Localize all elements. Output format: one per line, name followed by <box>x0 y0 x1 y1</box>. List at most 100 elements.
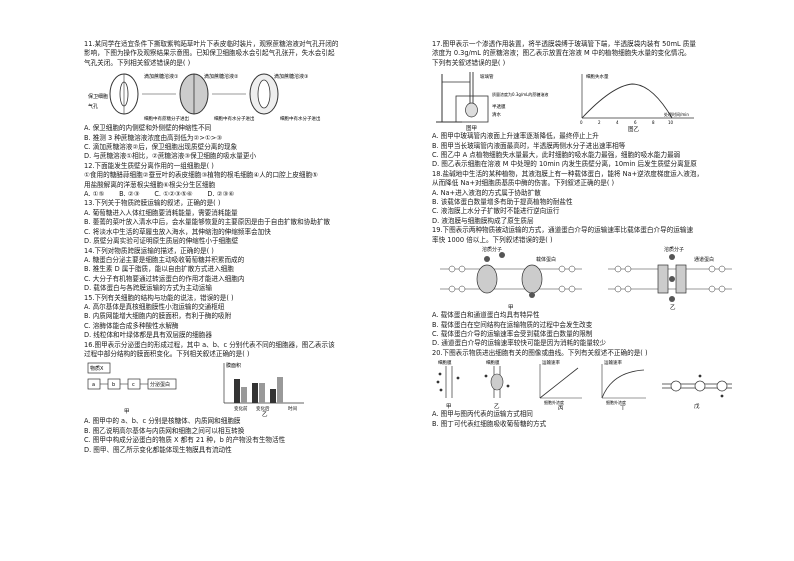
q18-option: A. Na+进入液泡的方式属于协助扩散 <box>432 188 541 197</box>
q19-stem-line: 19.下图表示两种物质被动运输的方式，通道蛋白介导的运输速率比载体蛋白介导的运输… <box>432 226 694 235</box>
q12-option: C. ①②③⑤⑥ <box>154 190 193 199</box>
q18-stem-line: 从而降低 Na+对细胞质基质中酶的伤害。下列叙述正确的是( ) <box>432 179 615 188</box>
q11-fig-label: 滴加蔗糖溶液② <box>204 73 239 80</box>
q18-stem-line: 18.盐碱地中生活的某种植物，其液泡膜上有一种载体蛋白，能将 Na+逆浓度梯度运… <box>432 169 704 178</box>
q17-tick: 0 <box>580 120 583 125</box>
q19-fig-label: 乙 <box>670 304 676 311</box>
q17-fig-label: 玻璃管 <box>480 73 494 80</box>
q14-option: A. 糖蛋白分泌主要是细胞主动吸收葡萄糖并积累而成的 <box>84 255 245 264</box>
q11-option: B. 推测 3 种蔗糖溶液浓度由高到低为②>①>③ <box>84 133 223 142</box>
q20-option: A. 图甲与图丙代表的运输方式相同 <box>432 410 533 419</box>
question-15: 15.下列有关细胞的结构与功能的说法，错误的是( ) A. 高尔基体是真核细胞膜… <box>84 294 424 341</box>
q19-option: D. 通道蛋白介导的运输速率较快可能是因为消耗的能量较少 <box>432 339 607 348</box>
q20-fig-label: 甲 <box>446 403 452 410</box>
q11-stem-line: 气孔关闭。下列相关叙述错误的是( ) <box>84 58 191 67</box>
q13-stem-line: 13.下列关于物质跨膜运输的叙述，正确的是( ) <box>84 199 221 208</box>
q20-option: B. 图丁可代表红细胞吸收葡萄糖的方式 <box>432 419 547 428</box>
q17-option: B. 图甲当长玻璃管内液面最高时，半透膜两侧水分子进出速率相等 <box>432 141 626 150</box>
q11-fig-note: 细胞中有蔗糖分子进出 <box>144 115 189 122</box>
q18-option: D. 液泡膜与细胞膜构成了原生质层 <box>432 216 534 225</box>
q12-stem-line: 用盐酸解离的洋葱根尖细胞⑥根尖分生区细胞 <box>84 180 216 189</box>
q17-fig-label: 细胞失水量 <box>586 73 609 80</box>
q16-fig-label: 膜面积 <box>226 362 241 369</box>
q17-tick: 6 <box>634 120 637 125</box>
q19-stem-line: 率快 1000 倍以上。下列叙述错误的是( ) <box>432 235 553 244</box>
q16-option: B. 图乙说明高尔基体与内质网和细胞之间可以相互转换 <box>84 426 245 435</box>
q16-fig-label: b <box>112 382 115 388</box>
q16-fig-label: 分泌蛋白 <box>150 381 170 388</box>
q17-option: A. 图甲中玻璃管内液面上升速率逐渐降低，最终停止上升 <box>432 132 599 141</box>
q17-tick: 8 <box>652 120 655 125</box>
q17-stem-line: 17.图甲表示一个渗透作用装置，将半透膜袋缚于玻璃管下端，半透膜袋内装有 50m… <box>432 40 696 48</box>
q12-stem-line: ①食用的糖醋蒜细胞②蚕豆叶的表皮细胞③植物的根毛细胞④人的口腔上皮细胞⑤ <box>84 171 318 180</box>
q16-fig-label: 变化后 <box>256 405 270 412</box>
q19-fig-label: 载体蛋白 <box>536 256 556 263</box>
q19-option: B. 载体蛋白在空间结构在运输物质的过程中会发生改变 <box>432 320 593 329</box>
q15-option: B. 内质网能增大细胞内的膜面积，有利于酶的吸附 <box>84 312 232 321</box>
q11-option: D. 与蔗糖溶液①相比，②蔗糖溶液③保卫细胞的吸水量更小 <box>84 152 257 161</box>
q17-fig-label: 清水 <box>492 111 501 118</box>
q18-option: B. 该载体蛋白数量增多有助于提高植物的耐盐性 <box>432 198 573 207</box>
q17-tick: 2 <box>598 120 601 125</box>
q19-option: A. 载体蛋白和通道蛋白均具有特异性 <box>432 311 540 320</box>
q14-stem-line: 14.下列对物质跨膜运输的描述，正确的是( ) <box>84 246 214 255</box>
membrane-jia <box>440 252 582 299</box>
q11-fig-note: 细胞中有水分子进出 <box>214 115 255 122</box>
q17-stem-line: 浓度为 0.3g/mL 的蔗糖溶液；图乙表示放置在溶液 M 中的植物细胞失水量的… <box>432 49 691 58</box>
q17-stem-line: 下列有关叙述错误的是( ) <box>432 58 506 67</box>
q20-fig-label: 细胞膜 <box>438 359 452 366</box>
guard-cell-pair-2 <box>179 73 209 115</box>
q17-option: D. 图乙表示细胞在溶液 M 中处理的 10min 内发生质壁分离，10min … <box>432 160 697 169</box>
q15-option: D. 线粒体和叶绿体都是具有双层膜的细胞器 <box>84 331 212 340</box>
q11-option: C. 滴加蔗糖溶液②后，保卫细胞出现质壁分离的现象 <box>84 143 238 152</box>
question-16: 16.图甲表示分泌蛋白的形成过程，其中 a、b、c 分别代表不同的细胞器，图乙表… <box>84 341 424 455</box>
q11-stem-line: 影响，下图为操作及观察结果示意图。已知保卫细胞吸水会引起气孔张开，失水会引起 <box>84 49 335 58</box>
q19-fig-label: 甲 <box>508 304 514 311</box>
q12-option: B. ②③ <box>119 190 140 199</box>
q20-stem-line: 20.下图表示物质进出细胞有关的图像或曲线。下列有关叙述不正确的是( ) <box>432 348 648 357</box>
q11-option: A. 保卫细胞的内侧壁和外侧壁的伸缩性不同 <box>84 124 212 133</box>
q19-figure: 溶质分子 载体蛋白 甲 <box>432 245 772 311</box>
q16-option: A. 图甲中的 a、b、c 分别是核糖体、内质网和细胞膜 <box>84 417 241 426</box>
question-19: 19.下图表示两种物质被动运输的方式，通道蛋白介导的运输速率比载体蛋白介导的运输… <box>432 226 772 348</box>
q14-option: B. 推生素 D 属于脂质，能以自由扩散方式进入细胞 <box>84 265 234 274</box>
q20-fig-label: 细胞外浓度 <box>544 399 564 405</box>
left-column: 11.某同学在适宜条件下撕取紫鸭跖草叶片下表皮临时装片，观察蔗糖溶液对气孔开闭的… <box>84 40 424 455</box>
q17-fig-label: 图甲 <box>466 124 477 132</box>
guard-cell-pair-1 <box>109 73 139 115</box>
q12-stem-line: 12.下面能发生质壁分离作用的一组细胞是( ) <box>84 161 214 170</box>
q15-option: C. 溶酶体能合成多种酸性水解酶 <box>84 321 179 330</box>
q19-fig-label: 通道蛋白 <box>694 256 714 263</box>
q20-fig-label: 细胞膜 <box>486 359 500 366</box>
q19-fig-label: 溶质分子 <box>482 246 502 253</box>
question-17: 17.图甲表示一个渗透作用装置，将半透膜袋缚于玻璃管下端，半透膜袋内装有 50m… <box>432 40 772 170</box>
q20-fig-label: 丁 <box>620 405 626 410</box>
q17-fig-label: 图乙 <box>628 125 640 132</box>
q11-stem-line: 11.某同学在适宜条件下撕取紫鸭跖草叶片下表皮临时装片，观察蔗糖溶液对气孔开闭的 <box>84 40 339 48</box>
membrane-yi <box>608 254 732 303</box>
question-14: 14.下列对物质跨膜运输的描述，正确的是( ) A. 糖蛋白分泌主要是细胞主动吸… <box>84 247 424 294</box>
q19-option: C. 载体蛋白介导的运输速率会受到载体蛋白数量的限制 <box>432 329 593 338</box>
q17-figure: 玻璃管 质量浓度为0.3g/mL的蔗糖溶液 半透膜 清水 图甲 细胞失水量 处理… <box>432 68 772 132</box>
q20-fig-label: 戊 <box>694 402 700 410</box>
q16-fig-label: 甲 <box>124 408 130 415</box>
q12-option-row: A. ①⑤ B. ②③ C. ①②③⑤⑥ D. ②③⑥ <box>84 190 424 199</box>
q15-option: A. 高尔基体是真核细胞膜性小泡运输的交通枢纽 <box>84 302 225 311</box>
q16-fig-label: 物质X <box>90 365 104 372</box>
q17-fig-label: 处理时间/min <box>664 111 689 117</box>
q13-option: C. 将淡水中生活的草履虫放入海水，其伸缩泡的伸缩频率会加快 <box>84 227 271 236</box>
q15-stem-line: 15.下列有关细胞的结构与功能的说法，错误的是( ) <box>84 293 234 302</box>
q11-fig-note: 细胞中有水分子进出 <box>280 115 321 122</box>
q13-option: A. 葡萄糖进入人体红细胞要消耗能量，需要消耗能量 <box>84 208 238 217</box>
guard-cell-pair-3 <box>249 73 279 115</box>
q12-option: D. ②③⑥ <box>207 190 235 199</box>
q13-option: D. 质壁分离实验可证明原生质层的伸缩性小于细胞壁 <box>84 237 239 246</box>
q17-option: C. 图乙中 A 点植物细胞失水量最大，此时细胞的吸水能力最强，细胞的吸水能力最… <box>432 151 681 160</box>
question-20: 20.下图表示物质进出细胞有关的图像或曲线。下列有关叙述不正确的是( ) 细胞膜… <box>432 349 772 429</box>
q11-fig-label: 滴加蔗糖溶液③ <box>274 73 308 80</box>
q20-figure: 细胞膜 甲 细胞膜 乙 运输速率 细胞外浓度 丙 <box>432 358 772 410</box>
question-18: 18.盐碱地中生活的某种植物，其液泡膜上有一种载体蛋白，能将 Na+逆浓度梯度运… <box>432 170 772 226</box>
question-12: 12.下面能发生质壁分离作用的一组细胞是( ) ①食用的糖醋蒜细胞②蚕豆叶的表皮… <box>84 162 424 200</box>
q20-fig-label: 运输速率 <box>604 359 622 366</box>
